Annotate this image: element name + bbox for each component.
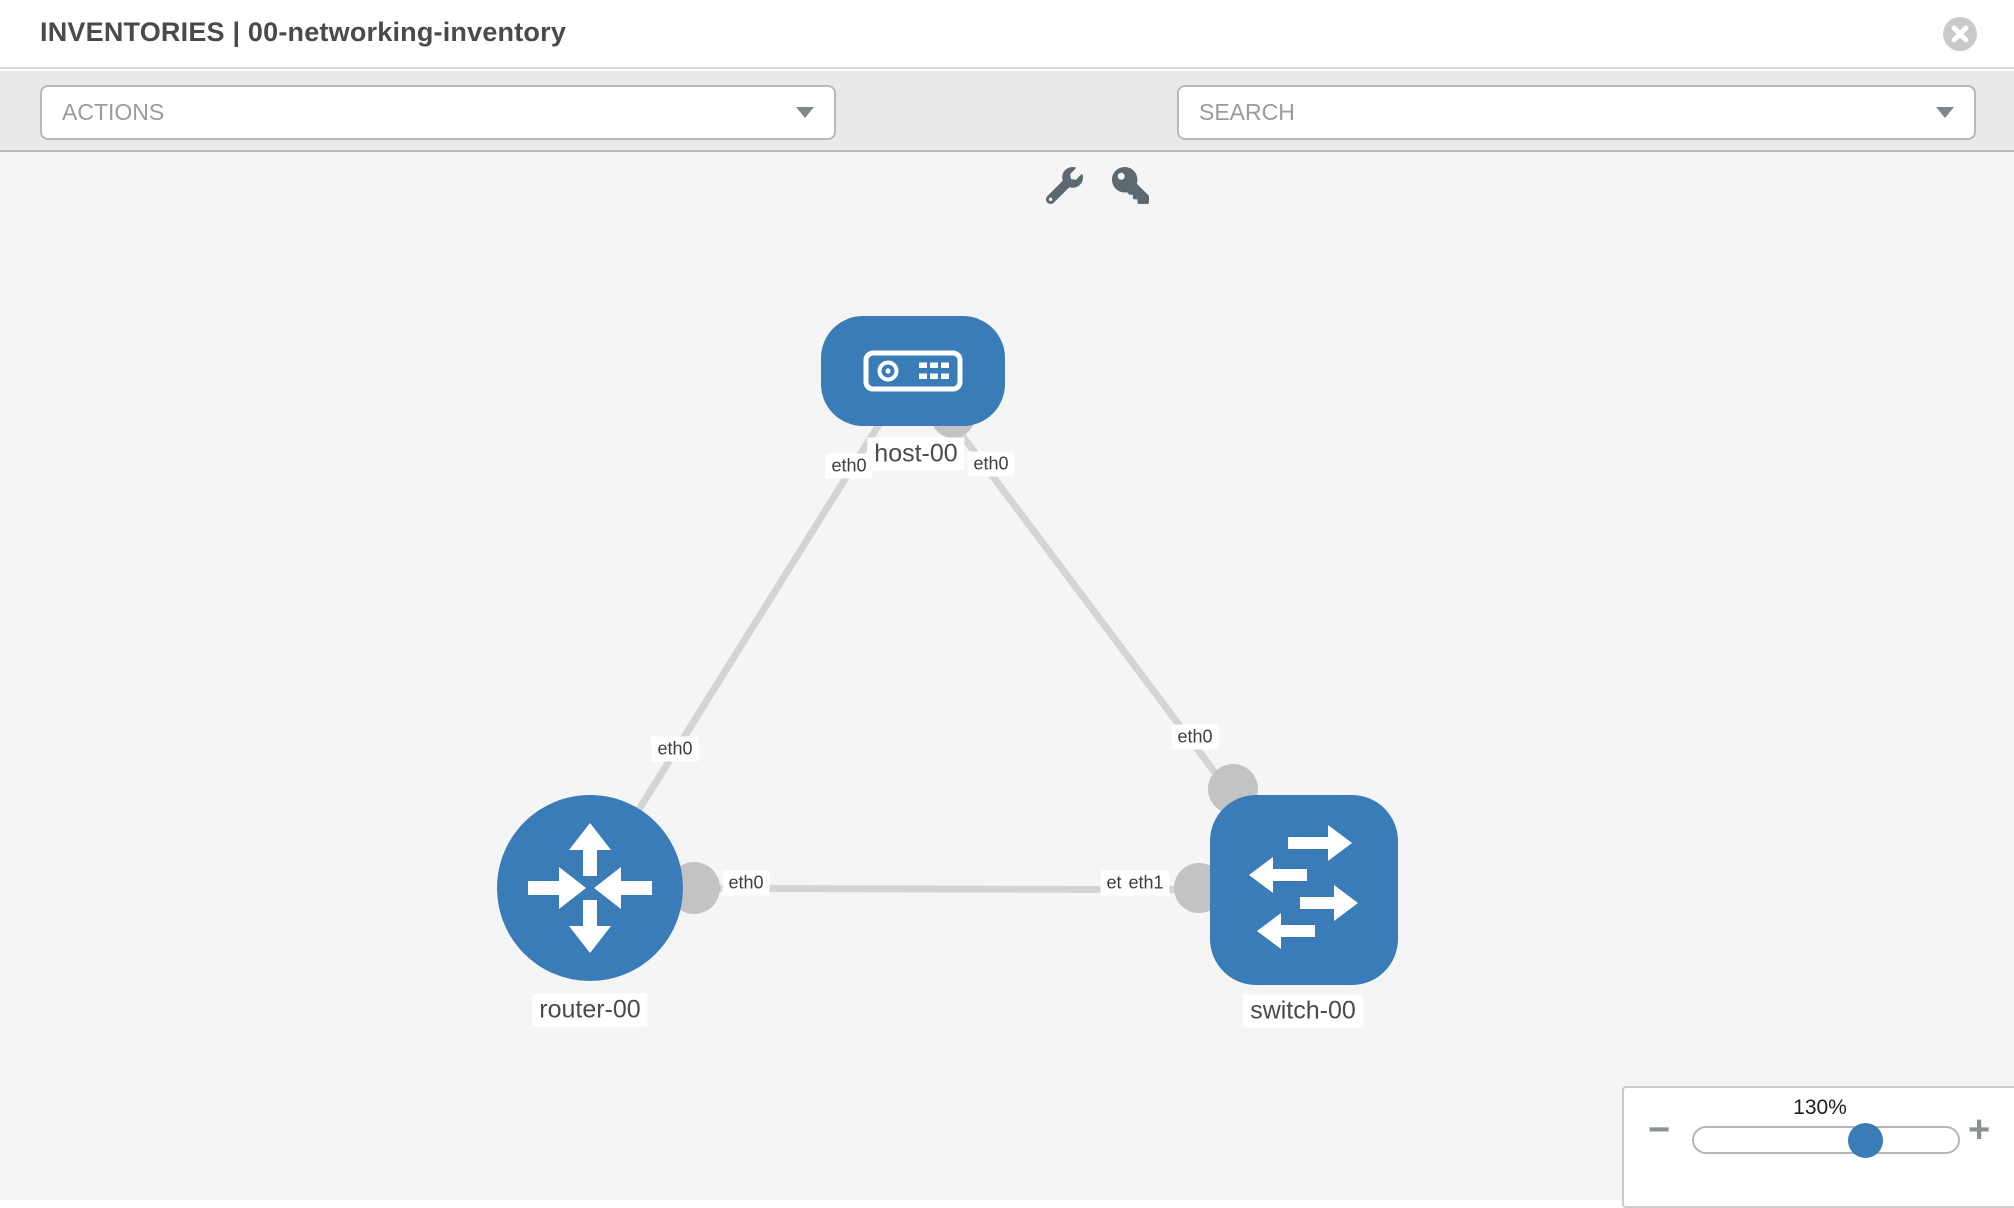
actions-dropdown-label: ACTIONS	[62, 99, 165, 125]
search-dropdown-label: SEARCH	[1199, 99, 1295, 125]
toolbar: ACTIONS SEARCH	[0, 71, 2014, 205]
chevron-down-icon	[1936, 107, 1954, 118]
node-router-00[interactable]	[497, 795, 683, 981]
iface-label: eth0	[825, 453, 873, 479]
search-dropdown[interactable]: SEARCH	[1177, 85, 1976, 140]
iface-label: eth0	[651, 736, 699, 762]
close-icon	[1951, 25, 1969, 43]
zoom-slider-handle[interactable]	[1848, 1123, 1883, 1158]
switch-icon	[1249, 825, 1358, 949]
iface-label: eth0	[722, 870, 770, 896]
credentials-button[interactable]	[1112, 167, 1149, 204]
node-label-switch: switch-00	[1243, 994, 1363, 1028]
page-title: INVENTORIES | 00-networking-inventory	[40, 17, 567, 47]
key-icon	[1112, 167, 1149, 204]
zoom-slider-track[interactable]	[1692, 1126, 1960, 1154]
iface-label: eth1	[1122, 870, 1170, 896]
header-bar: INVENTORIES | 00-networking-inventory	[0, 0, 2014, 69]
host-icon	[863, 350, 963, 392]
actions-dropdown[interactable]: ACTIONS	[40, 85, 836, 140]
zoom-in-button[interactable]: +	[1968, 1109, 1991, 1151]
close-button[interactable]	[1943, 17, 1977, 51]
node-host-00[interactable]	[821, 316, 1005, 426]
router-icon	[528, 823, 652, 953]
chevron-down-icon	[796, 107, 814, 118]
node-label-router: router-00	[532, 993, 648, 1027]
node-switch-00[interactable]	[1210, 795, 1398, 985]
iface-label: eth0	[967, 451, 1015, 477]
iface-label: eth0	[1171, 724, 1219, 750]
tools-button[interactable]	[1045, 167, 1083, 205]
interface-stubs	[668, 394, 1258, 914]
zoom-control-panel: 130% − +	[1622, 1086, 2014, 1208]
zoom-level-value: 130%	[1793, 1096, 1847, 1119]
topology-canvas[interactable]: host-00 router-00 switch-00 eth0 eth0 et…	[0, 152, 2014, 1200]
wrench-icon	[1045, 167, 1083, 205]
zoom-out-button[interactable]: −	[1648, 1109, 1671, 1151]
node-label-host: host-00	[867, 437, 965, 471]
